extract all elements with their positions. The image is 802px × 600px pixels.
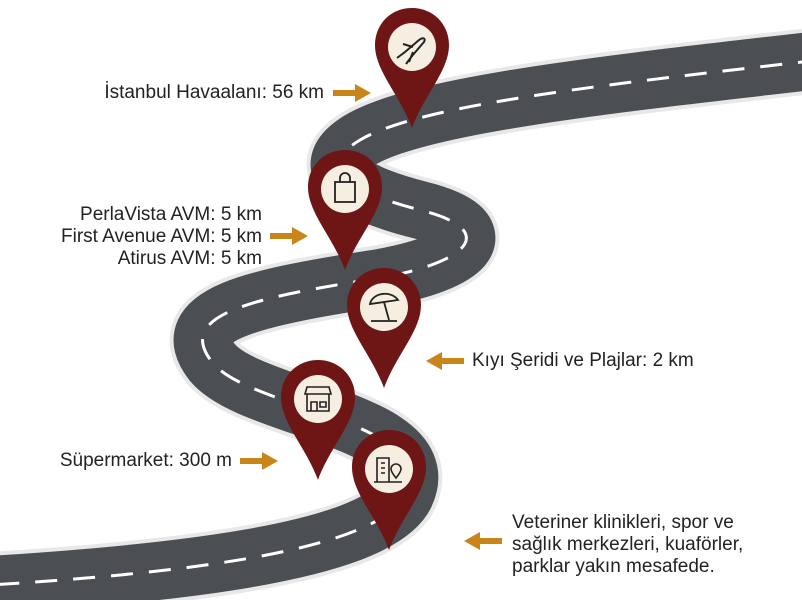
pin-airport [375,8,449,128]
label-supermarket: Süpermarket: 300 m [60,450,232,472]
label-line: Kıyı Şeridi ve Plajlar: 2 km [472,350,694,371]
pin-beach [347,268,421,388]
label-line: Atirus AVM: 5 km [117,248,262,269]
arrow-left-icon [426,352,464,370]
label-line: parklar yakın mesafede. [512,556,715,577]
pin-supermarket [281,360,355,480]
label-line: First Avenue AVM: 5 km [61,226,262,247]
label-line: PerlaVista AVM: 5 km [80,204,262,225]
arrow-right-icon [270,227,308,245]
building-location-icon [374,457,402,483]
arrow-right-icon [333,84,371,102]
label-line: İstanbul Havaalanı: 56 km [104,82,324,103]
shopping-bag-icon [334,172,356,203]
beach-umbrella-icon [368,292,400,322]
label-services: Veteriner klinikleri, spor ve sağlık mer… [512,512,743,578]
storefront-icon [303,386,333,412]
label-beach: Kıyı Şeridi ve Plajlar: 2 km [472,350,694,372]
label-line: sağlık merkezleri, kuaförler, [512,534,744,555]
pin-services [352,430,426,550]
airplane-icon [396,37,426,65]
label-airport: İstanbul Havaalanı: 56 km [104,82,324,104]
arrow-left-icon [464,532,502,550]
label-line: Veteriner klinikleri, spor ve [512,512,734,533]
label-malls: PerlaVista AVM: 5 km First Avenue AVM: 5… [61,204,262,270]
pin-malls [308,150,382,270]
arrow-right-icon [240,452,278,470]
label-line: Süpermarket: 300 m [59,450,232,471]
